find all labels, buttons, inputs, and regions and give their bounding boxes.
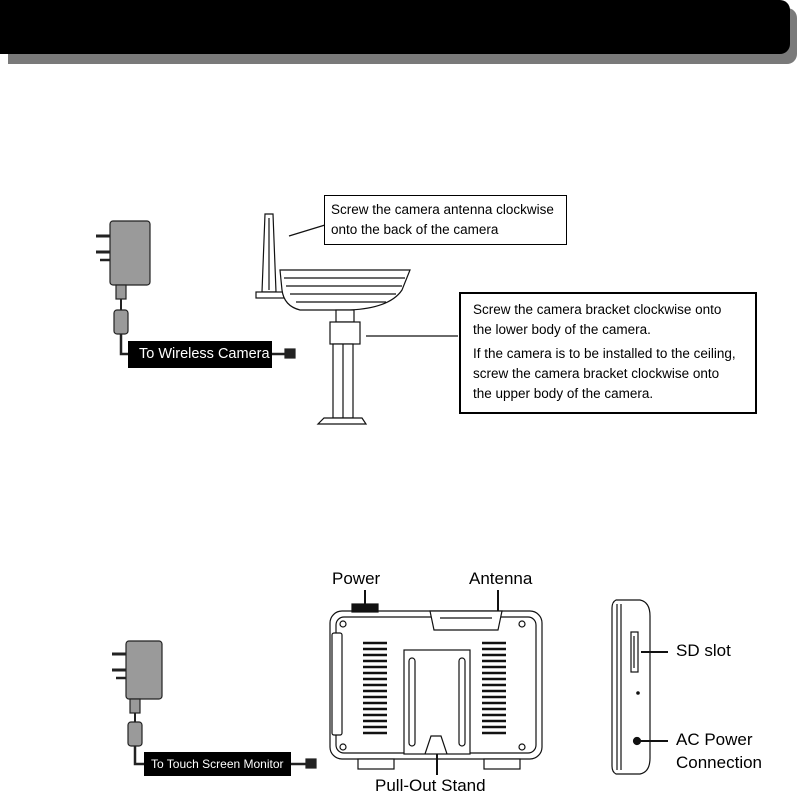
monitor-vent-grille-right xyxy=(482,641,506,735)
bracket-callout-line: the upper body of the camera. xyxy=(473,386,654,401)
antenna-label: Antenna xyxy=(469,569,533,588)
camera-adapter-label: To Wireless Camera xyxy=(128,341,272,368)
wireless-camera-icon xyxy=(255,213,458,425)
monitor-side-view xyxy=(611,599,668,775)
monitor-back-view xyxy=(329,590,543,775)
ac-power-label: AC Power xyxy=(676,730,753,749)
antenna-callout-line: onto the back of the camera xyxy=(331,222,499,237)
antenna-callout-line: Screw the camera antenna clockwise xyxy=(331,202,554,217)
antenna-callout: Screw the camera antenna clockwise onto … xyxy=(324,195,567,245)
monitor-adapter-label: To Touch Screen Monitor xyxy=(144,752,291,776)
bracket-callout-line: the lower body of the camera. xyxy=(473,322,651,337)
bracket-callout-line: Screw the camera bracket clockwise onto xyxy=(473,302,722,317)
bracket-callout: Screw the camera bracket clockwise onto … xyxy=(459,292,757,414)
monitor-power-adapter-icon xyxy=(112,640,317,769)
monitor-vent-grille-left xyxy=(363,641,387,735)
camera-power-adapter-icon xyxy=(96,220,296,359)
sd-slot-label: SD slot xyxy=(676,641,731,660)
header-bar xyxy=(0,0,790,54)
power-label: Power xyxy=(332,569,381,588)
bracket-callout-line: screw the camera bracket clockwise onto xyxy=(473,366,720,381)
pull-out-stand-label: Pull-Out Stand xyxy=(375,776,486,795)
bracket-callout-line: If the camera is to be installed to the … xyxy=(473,346,736,361)
ac-power-label: Connection xyxy=(676,753,763,772)
